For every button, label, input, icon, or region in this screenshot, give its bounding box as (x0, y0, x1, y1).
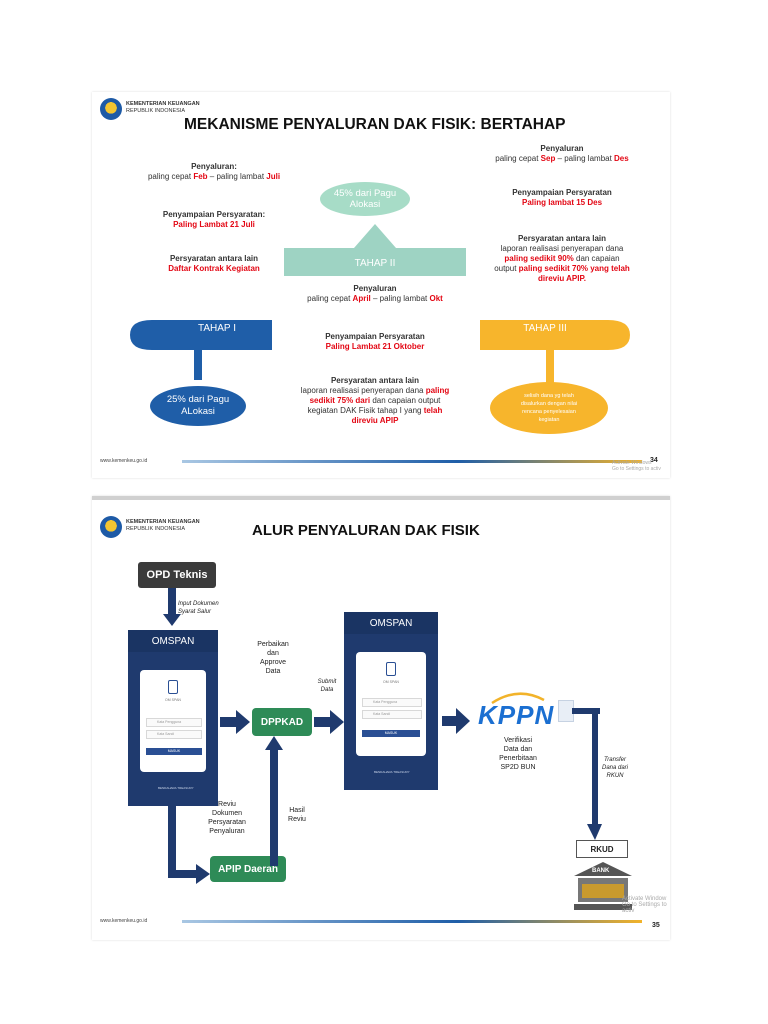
footer-line (182, 920, 642, 923)
arrow-right-icon (168, 806, 210, 884)
page-number: 35 (652, 922, 660, 929)
kppn-arc-icon (491, 692, 545, 704)
tahap2-penyaluran: Penyaluran paling cepat April – paling l… (307, 284, 443, 303)
login-button[interactable]: MASUK (146, 748, 202, 755)
tahap3-connector (546, 350, 554, 384)
kppn-logo: KPPN (478, 700, 555, 730)
tahap3-label: TAHAP III (523, 322, 567, 334)
arrow-right-icon (442, 708, 470, 734)
kemenkeu-logo-icon (100, 516, 122, 538)
app-name: OM SPAN (383, 680, 399, 684)
tahap3-antara: Persyaratan antara lain laporan realisas… (494, 234, 630, 283)
treasury-logo: BENDAHARA TREASURY (158, 786, 194, 790)
tahap3-persyaratan: Penyampaian Persyaratan Paling lambat 15… (512, 188, 612, 207)
tahap1-label: TAHAP I (198, 322, 236, 334)
username-field[interactable]: Kata Pengguna (146, 718, 202, 727)
org-name: KEMENTERIAN KEUANGAN REPUBLIK INDONESIA (126, 101, 200, 114)
phone-icon (386, 662, 396, 676)
page-number: 34 (650, 457, 658, 464)
slide-mekanisme: KEMENTERIAN KEUANGAN REPUBLIK INDONESIA … (92, 92, 670, 478)
password-field[interactable]: Kata Sandi (146, 730, 202, 739)
slide-title: ALUR PENYALURAN DAK FISIK (252, 522, 480, 539)
login-card: OM SPAN Kata Pengguna Kata Sandi MASUK (356, 652, 426, 756)
arrow-down-icon (572, 708, 602, 840)
login-button[interactable]: MASUK (362, 730, 420, 737)
footer-url[interactable]: www.kemenkeu.go.id (100, 458, 148, 464)
tahap1-banner (130, 320, 272, 350)
arrow-right-icon (220, 710, 250, 734)
omspan-phone-2: OMSPAN OM SPAN Kata Pengguna Kata Sandi … (344, 612, 438, 790)
opd-teknis-box: OPD Teknis (138, 562, 216, 588)
arrow-right-icon (314, 710, 344, 734)
password-field[interactable]: Kata Sandi (362, 710, 422, 719)
tahap3-banner (480, 320, 630, 350)
username-field[interactable]: Kata Pengguna (362, 698, 422, 707)
kemenkeu-logo-icon (100, 98, 122, 120)
arrow-up-icon (265, 736, 283, 866)
dppkad-box: DPPKAD (252, 708, 312, 736)
tahap2-antara: Persyaratan antara lain laporan realisas… (300, 376, 450, 425)
tahap1-connector (194, 350, 202, 380)
org-name: KEMENTERIAN KEUANGAN REPUBLIK INDONESIA (126, 519, 200, 532)
tahap1-persyaratan: Penyampaian Persyaratan: Paling Lambat 2… (162, 210, 266, 229)
tahap1-penyaluran: Penyaluran: paling cepat Feb – paling la… (147, 162, 281, 181)
tahap3-penyaluran: Penyaluran paling cepat Sep – paling lam… (495, 144, 629, 163)
omspan-phone-1: OMSPAN OM SPAN Kata Pengguna Kata Sandi … (128, 630, 218, 806)
bank-label: BANK (592, 868, 610, 874)
arrow-down-icon (163, 588, 181, 626)
slide-alur: KEMENTERIAN KEUANGAN REPUBLIK INDONESIA … (92, 496, 670, 940)
rkud-box: RKUD (576, 840, 628, 858)
app-name: OM SPAN (165, 698, 181, 702)
omspan-header: OMSPAN (344, 612, 438, 634)
footer-line (182, 460, 642, 463)
tahap1-antara: Persyaratan antara lain Daftar Kontrak K… (168, 254, 260, 273)
tahap2-label: TAHAP II (354, 257, 396, 269)
treasury-logo: BENDAHARA TREASURY (374, 770, 410, 774)
footer-url[interactable]: www.kemenkeu.go.id (100, 918, 148, 924)
bank-icon (574, 862, 632, 910)
phone-icon (168, 680, 178, 694)
slide-title: MEKANISME PENYALURAN DAK FISIK: BERTAHAP (184, 116, 566, 133)
login-card: OM SPAN Kata Pengguna Kata Sandi MASUK (140, 670, 206, 772)
tahap2-persyaratan: Penyampaian Persyaratan Paling Lambat 21… (325, 332, 425, 351)
tahap2-banner (284, 224, 466, 276)
omspan-header: OMSPAN (128, 630, 218, 652)
